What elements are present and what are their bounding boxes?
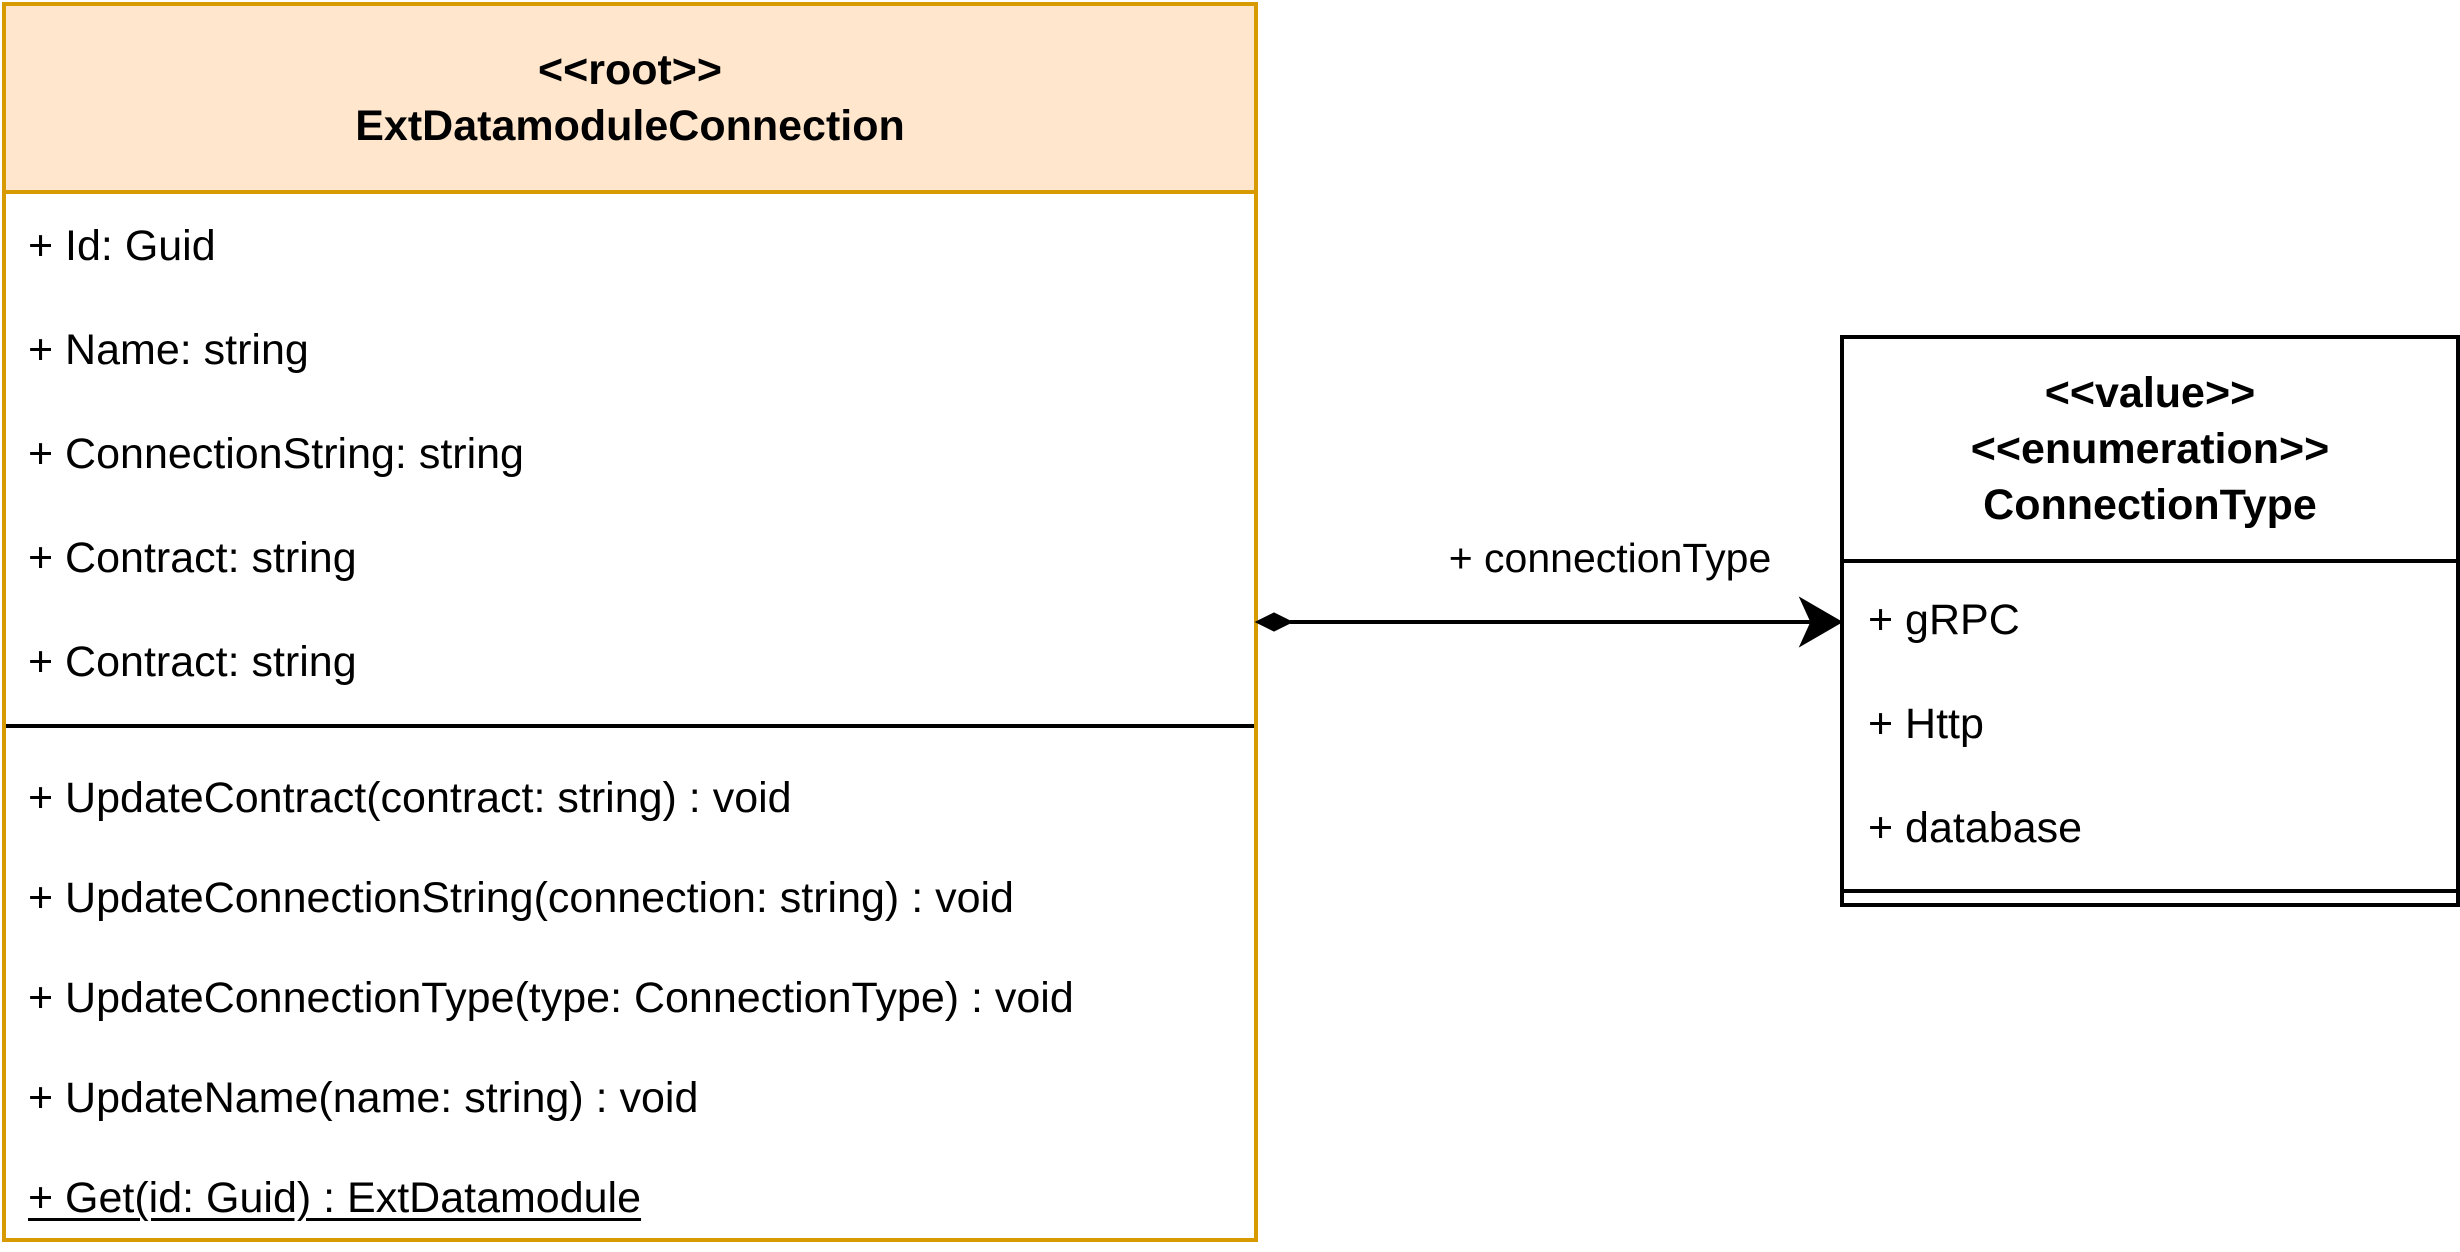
enum-class-header: <<value>> <<enumeration>> ConnectionType — [1844, 339, 2456, 563]
root-attribute: + Contract: string — [28, 534, 357, 582]
root-attribute: + Contract: string — [28, 638, 357, 686]
root-class-stereotype: <<root>> — [537, 46, 723, 94]
enum-class-box[interactable]: <<value>> <<enumeration>> ConnectionType… — [1840, 335, 2460, 907]
root-class-name: ExtDatamoduleConnection — [355, 102, 905, 150]
enum-literal: + database — [1868, 804, 2082, 852]
enum-class-stereotype-value: <<value>> — [2044, 369, 2256, 417]
enum-literal: + Http — [1868, 700, 1984, 748]
root-attribute: + Id: Guid — [28, 222, 216, 270]
composition-diamond-icon — [1254, 612, 1294, 632]
root-class-header: <<root>> ExtDatamoduleConnection — [6, 6, 1254, 194]
arrowhead-icon — [1798, 596, 1843, 648]
root-members-divider — [6, 724, 1254, 728]
enum-class-stereotype-enumeration: <<enumeration>> — [1970, 425, 2330, 473]
root-class-box[interactable]: <<root>> ExtDatamoduleConnection + Id: G… — [2, 2, 1258, 1242]
enum-literal: + gRPC — [1868, 596, 2020, 644]
root-static-operation: + Get(id: Guid) : ExtDatamodule — [28, 1174, 642, 1222]
root-attribute: + ConnectionString: string — [28, 430, 524, 478]
root-operation: + UpdateConnectionString(connection: str… — [28, 874, 1014, 922]
enum-class-name: ConnectionType — [1983, 481, 2317, 529]
root-operation: + UpdateName(name: string) : void — [28, 1074, 699, 1122]
association-label: + connectionType — [1448, 535, 1772, 581]
enum-empty-operations-divider — [1844, 889, 2456, 893]
root-operation: + UpdateContract(contract: string) : voi… — [28, 774, 792, 822]
root-attribute: + Name: string — [28, 326, 309, 374]
root-operation: + UpdateConnectionType(type: ConnectionT… — [28, 974, 1074, 1022]
